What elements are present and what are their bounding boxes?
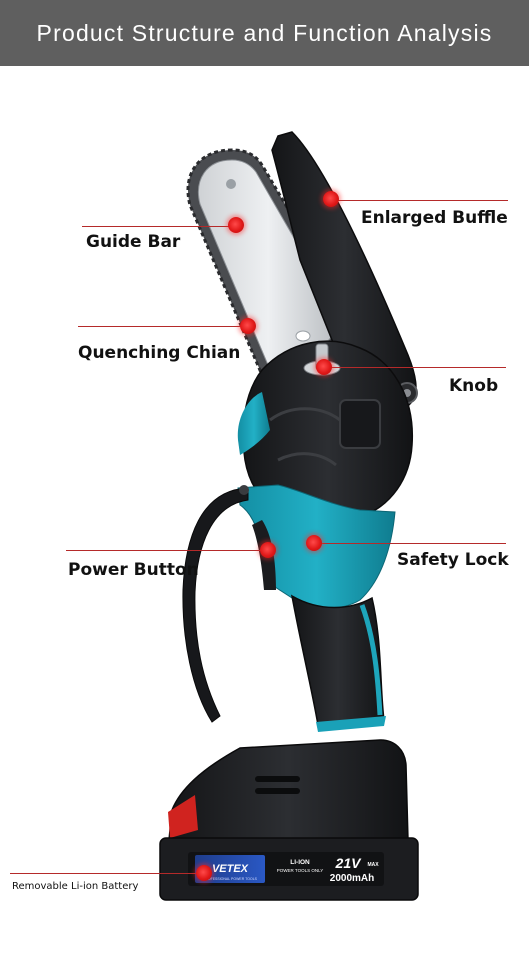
label-enlarged-buffle: Enlarged Buffle (361, 208, 508, 228)
front-loop-handle (182, 487, 249, 723)
mini-chainsaw-illustration: VETEX PROFESSIONAL POWER TOOLS LI-ION PO… (159, 131, 419, 901)
leader-line-power-button (66, 550, 268, 551)
marker-safety-lock (306, 535, 322, 551)
handle-grip (290, 594, 385, 726)
marker-quenching-chian (240, 318, 256, 334)
marker-guide-bar (228, 217, 244, 233)
label-knob: Knob (449, 376, 499, 396)
marker-enlarged-buffle (323, 191, 339, 207)
battery-pack (159, 739, 419, 901)
leader-line-quenching-chian (78, 326, 248, 327)
label-quenching-chian: Quenching Chian (78, 343, 241, 363)
teal-collar (237, 392, 270, 455)
label-battery: Removable Li-ion Battery (12, 881, 139, 892)
motor-housing (242, 340, 414, 521)
enlarged-buffle-guard (271, 131, 417, 419)
battery-brand-sub: PROFESSIONAL POWER TOOLS (203, 877, 258, 881)
battery-brand: VETEX (212, 863, 249, 875)
marker-power-button (260, 542, 276, 558)
label-guide-bar: Guide Bar (86, 232, 181, 252)
marker-knob (316, 359, 332, 375)
leader-line-guide-bar (82, 226, 236, 227)
header-banner: Product Structure and Function Analysis (0, 0, 529, 66)
marker-battery (196, 865, 212, 881)
battery-chem-sub: POWER TOOLS ONLY (277, 868, 324, 873)
battery-chem: LI-ION (290, 859, 310, 866)
leader-line-battery (10, 873, 204, 874)
battery-voltage-suffix: MAX (367, 862, 379, 868)
battery-capacity: 2000mAh (330, 873, 374, 884)
leader-line-safety-lock (314, 543, 506, 544)
leader-line-enlarged-buffle (332, 200, 508, 201)
label-safety-lock: Safety Lock (397, 550, 509, 570)
leader-line-knob (324, 367, 506, 368)
label-power-button: Power Button (68, 560, 199, 580)
page-title: Product Structure and Function Analysis (36, 19, 493, 46)
battery-voltage: 21V (335, 855, 363, 871)
